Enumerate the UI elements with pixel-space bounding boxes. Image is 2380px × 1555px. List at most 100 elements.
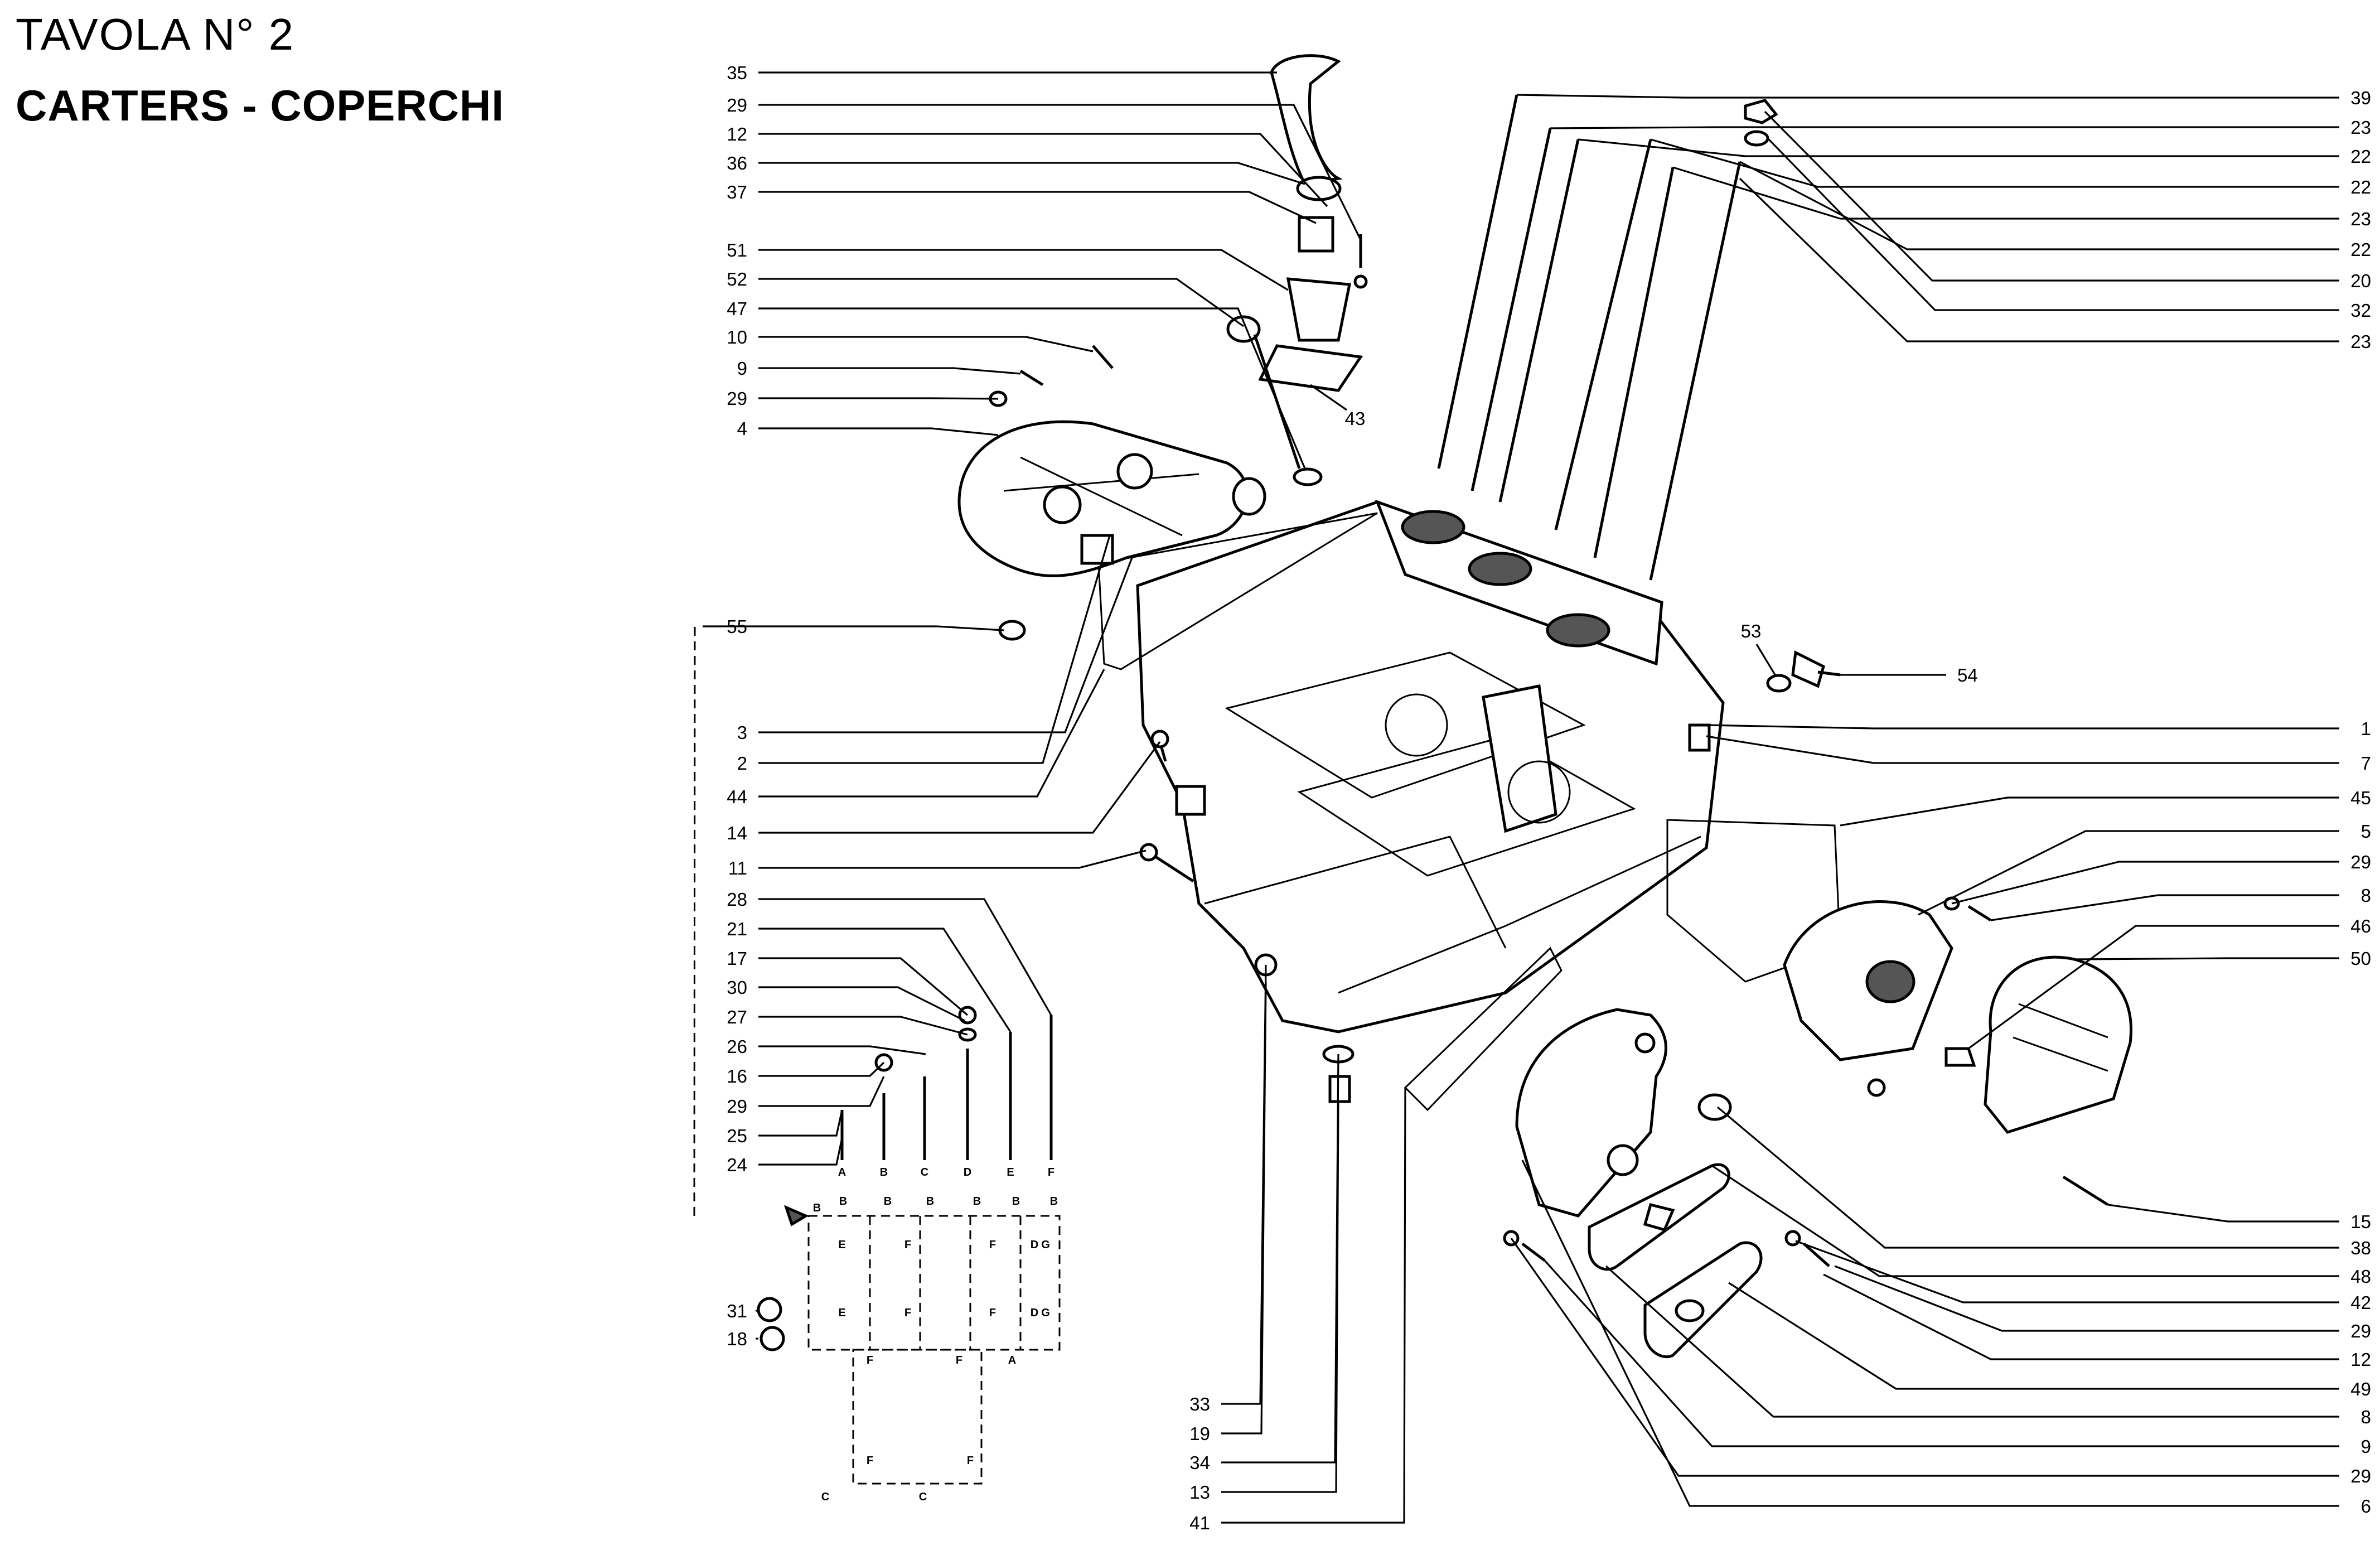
leader-left-37 bbox=[758, 191, 1317, 224]
leader-left-10 bbox=[758, 336, 1094, 352]
plan-row2-letter-0: E bbox=[838, 1307, 845, 1319]
leader-left-29 bbox=[758, 104, 1362, 240]
long-studs-drawing bbox=[1437, 94, 1778, 581]
leader-right-5 bbox=[1918, 830, 2339, 916]
callout-left-21: 21 bbox=[727, 919, 747, 939]
leader-left-55 bbox=[703, 625, 1004, 631]
callout-bottom-19: 19 bbox=[1189, 1423, 1210, 1444]
leader-right-22 bbox=[1650, 138, 2339, 188]
leader-right-50 bbox=[2074, 957, 2339, 960]
callout-left-44: 44 bbox=[727, 786, 747, 807]
leader-right-45 bbox=[1840, 796, 2339, 827]
callout-left-10: 10 bbox=[727, 327, 747, 347]
stud-letter-A: A bbox=[838, 1166, 846, 1179]
leader-right-29 bbox=[1510, 1238, 2339, 1477]
stud-plan-drawing bbox=[693, 624, 1061, 1485]
callout-right-53: 53 bbox=[1741, 621, 1762, 641]
front-covers-drawing bbox=[1783, 896, 2132, 1206]
callout-bottom-34: 34 bbox=[1189, 1452, 1210, 1473]
leader-right-8 bbox=[1605, 1265, 2339, 1418]
stud-letter-B: B bbox=[880, 1166, 888, 1179]
plan-row1-letter-4: G bbox=[1041, 1239, 1050, 1251]
callout-bottom-13: 13 bbox=[1189, 1482, 1210, 1503]
callout-right-15: 15 bbox=[2350, 1211, 2371, 1232]
leader-left-25 bbox=[758, 1109, 843, 1137]
plan-bottom-letter-1: C bbox=[919, 1491, 927, 1503]
callout-right-8: 8 bbox=[2361, 885, 2371, 906]
leader-bottom-34 bbox=[1221, 1054, 1339, 1464]
callout-left-28: 28 bbox=[727, 889, 747, 910]
stud-letter-C: C bbox=[921, 1166, 928, 1179]
plan-row2-letter-4: G bbox=[1041, 1307, 1050, 1319]
callout-right-48: 48 bbox=[2350, 1266, 2371, 1287]
callout-right-29: 29 bbox=[2350, 852, 2371, 872]
callout-left-29: 29 bbox=[727, 1096, 747, 1117]
leader-left-4 bbox=[758, 427, 999, 436]
leader-right-29 bbox=[1834, 1265, 2339, 1332]
plan-row1-letter-0: E bbox=[838, 1239, 845, 1251]
leader-left-17 bbox=[758, 957, 969, 1016]
leader-right-29 bbox=[1951, 861, 2339, 905]
page-title: TAVOLA N° 2 bbox=[16, 9, 295, 59]
stud-letter-F: F bbox=[1048, 1166, 1054, 1179]
leader-right-32 bbox=[1767, 137, 2339, 311]
plan-top-letter-5: B bbox=[1050, 1195, 1058, 1208]
callout-left-3: 3 bbox=[737, 722, 747, 743]
stud-letter-E: E bbox=[1007, 1166, 1014, 1179]
callout-right-6: 6 bbox=[2361, 1496, 2371, 1517]
leader-left-44 bbox=[758, 669, 1105, 798]
leader-left-51 bbox=[758, 249, 1289, 291]
plan-row1-letter-2: F bbox=[989, 1239, 996, 1251]
plan-top-letter-2: B bbox=[926, 1195, 934, 1208]
crankcase-drawing bbox=[1097, 499, 1841, 1112]
callout-left-17: 17 bbox=[727, 948, 747, 969]
callout-right-54: 54 bbox=[1957, 665, 1978, 685]
leader-right-23 bbox=[1672, 166, 2339, 220]
leader-left-24 bbox=[758, 1137, 843, 1166]
callout-left-14: 14 bbox=[727, 823, 747, 843]
leader-left-2 bbox=[758, 535, 1111, 764]
leader-right-22 bbox=[1739, 161, 2339, 250]
leader-right-15 bbox=[2107, 1204, 2339, 1223]
callout-right-32: 32 bbox=[2350, 300, 2371, 321]
leader-right-1 bbox=[1706, 724, 2339, 730]
leader-right-20 bbox=[1764, 110, 2339, 282]
callout-right-23: 23 bbox=[2350, 209, 2371, 229]
callout-right-42: 42 bbox=[2350, 1292, 2371, 1313]
callout-right-46: 46 bbox=[2350, 916, 2371, 936]
plan-row2-letter-2: F bbox=[989, 1307, 996, 1319]
plan-row1-letter-3: D bbox=[1031, 1239, 1038, 1251]
leader-right-38 bbox=[1716, 1106, 2339, 1249]
plan-row2-letter-3: D bbox=[1031, 1307, 1038, 1319]
leader-left-26 bbox=[758, 1045, 926, 1055]
plan-row4-letter-0: F bbox=[867, 1455, 873, 1467]
callout-bottom-33: 33 bbox=[1189, 1394, 1210, 1414]
left-cover-drawing bbox=[957, 345, 1266, 641]
callout-left-29: 29 bbox=[727, 388, 747, 409]
plan-top-letter-3: B bbox=[973, 1195, 981, 1208]
callout-left-52: 52 bbox=[727, 269, 747, 289]
leader-right-6 bbox=[1521, 1160, 2339, 1507]
leader-right-8 bbox=[1990, 894, 2339, 921]
plan-left-letter: B bbox=[813, 1202, 821, 1214]
callout-left-47: 47 bbox=[727, 298, 747, 319]
leader-right-23 bbox=[1550, 126, 2339, 129]
plan-row3-letter-2: A bbox=[1008, 1354, 1016, 1366]
leader-right-42 bbox=[1795, 1240, 2339, 1303]
callout-left-55: 55 bbox=[727, 616, 747, 637]
leader-left-11 bbox=[758, 849, 1147, 869]
leader-bottom-13 bbox=[1221, 1101, 1339, 1493]
leader-right-49 bbox=[1728, 1282, 2339, 1390]
leader-left-52 bbox=[758, 278, 1244, 327]
leader-left-27 bbox=[758, 1016, 968, 1036]
leader-right-48 bbox=[1711, 1165, 2339, 1277]
plan-row3-letter-0: F bbox=[867, 1354, 873, 1366]
leader-bottom-19 bbox=[1221, 981, 1267, 1435]
callout-left-27: 27 bbox=[727, 1007, 747, 1027]
callout-left-29: 29 bbox=[727, 95, 747, 115]
callout-left-36: 36 bbox=[727, 153, 747, 173]
callout-left-18: 18 bbox=[727, 1329, 747, 1349]
plan-top-letter-1: B bbox=[884, 1195, 892, 1208]
